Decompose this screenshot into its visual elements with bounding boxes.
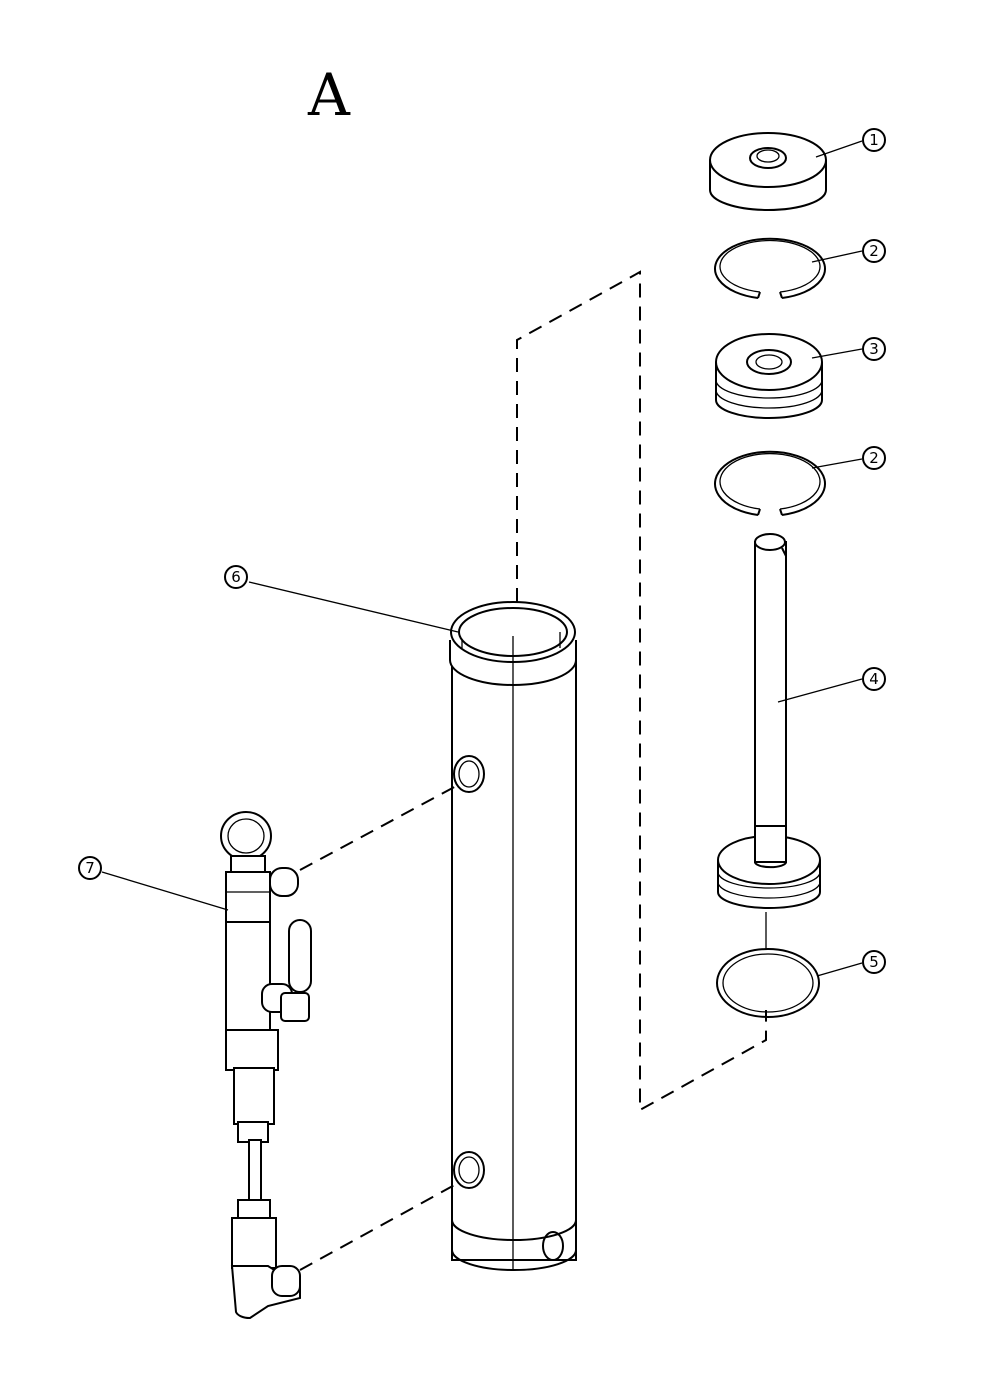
part-1-cap bbox=[709, 132, 827, 211]
part-3-piston bbox=[715, 333, 823, 419]
part-2-snap-ring-top bbox=[714, 237, 826, 299]
callout-7-label: 7 bbox=[85, 859, 95, 877]
callout-4: 4 bbox=[862, 667, 886, 691]
view-label: A bbox=[308, 61, 350, 129]
callout-2b-label: 2 bbox=[869, 449, 879, 467]
callout-2a-label: 2 bbox=[869, 242, 879, 260]
part-4-piston-rod bbox=[717, 533, 821, 950]
callout-1-label: 1 bbox=[869, 131, 879, 149]
part-2-snap-ring-lower bbox=[714, 450, 826, 516]
callout-4-label: 4 bbox=[869, 670, 879, 688]
assembly-path-ports bbox=[299, 783, 461, 1271]
assembly-path-right bbox=[516, 270, 767, 1112]
callout-2a: 2 bbox=[862, 239, 886, 263]
callout-5-label: 5 bbox=[869, 953, 879, 971]
part-7-valve-hose-assembly bbox=[220, 811, 312, 1320]
leader-lines bbox=[101, 140, 863, 977]
part-5-o-ring bbox=[716, 948, 820, 1018]
callout-7: 7 bbox=[78, 856, 102, 880]
callout-5: 5 bbox=[862, 950, 886, 974]
callout-1: 1 bbox=[862, 128, 886, 152]
callout-3-label: 3 bbox=[869, 340, 879, 358]
part-6-cylinder-tube bbox=[449, 601, 577, 1271]
callout-3: 3 bbox=[862, 337, 886, 361]
callout-6: 6 bbox=[224, 565, 248, 589]
callout-6-label: 6 bbox=[231, 568, 241, 586]
callout-2b: 2 bbox=[862, 446, 886, 470]
